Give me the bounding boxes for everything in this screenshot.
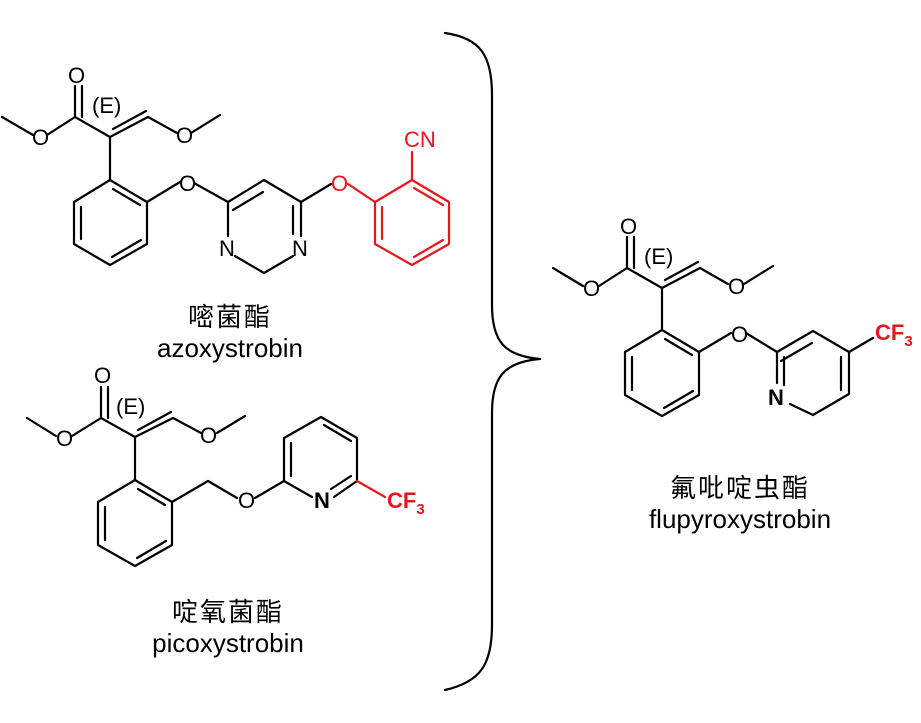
- grouping-brace: [443, 31, 542, 692]
- flupyroxystrobin-name-en: flupyroxystrobin: [648, 504, 832, 534]
- azoxystrobin-structure: O (E) O O O N N O CN: [0, 63, 451, 275]
- picoxystrobin-cf3-bond: [355, 479, 387, 499]
- flupyroxystrobin-caption: 氟吡啶虫酯 flupyroxystrobin: [620, 474, 860, 534]
- picoxystrobin-carbonyl-o: O: [94, 363, 111, 388]
- picoxystrobin-name-cn: 啶氧菌酯: [171, 598, 284, 628]
- flupyroxystrobin-cf3: CF3: [875, 320, 913, 350]
- picoxystrobin-ether-o: O: [200, 423, 217, 448]
- azoxystrobin-link-o-1: O: [179, 171, 196, 196]
- picoxystrobin-cf3: CF3: [387, 488, 425, 518]
- picoxystrobin-link-o: O: [238, 488, 255, 513]
- azoxystrobin-name-en: azoxystrobin: [157, 333, 303, 363]
- flupyroxystrobin-black-bonds: [551, 235, 875, 418]
- picoxystrobin-black-bonds: [25, 385, 359, 568]
- azoxystrobin-red-bonds: [346, 150, 451, 267]
- picoxystrobin-pyridine-n: N: [314, 488, 330, 513]
- flupyroxystrobin-stereo-label: (E): [644, 244, 673, 269]
- flupyroxystrobin-name-cn: 氟吡啶虫酯: [669, 474, 810, 504]
- azoxystrobin-ether-o: O: [176, 123, 193, 148]
- picoxystrobin-name-en: picoxystrobin: [152, 628, 304, 658]
- azoxystrobin-cyano: CN: [404, 127, 436, 152]
- picoxystrobin-stereo-label: (E): [116, 394, 145, 419]
- flupyroxystrobin-ester-o: O: [583, 276, 600, 301]
- flupyroxystrobin-structure: O (E) O O O N CF3: [551, 214, 913, 418]
- azoxystrobin-ester-o: O: [32, 125, 49, 150]
- picoxystrobin-structure: O (E) O O O N CF3: [25, 363, 425, 568]
- azoxystrobin-caption: 嘧菌酯 azoxystrobin: [120, 303, 340, 363]
- picoxystrobin-ester-o: O: [56, 426, 73, 451]
- azoxystrobin-link-o-2: O: [331, 171, 348, 196]
- picoxystrobin-caption: 啶氧菌酯 picoxystrobin: [118, 598, 338, 658]
- azoxystrobin-pyrimidine-n-2: N: [292, 236, 308, 261]
- flupyroxystrobin-pyridine-n: N: [768, 385, 784, 410]
- azoxystrobin-name-cn: 嘧菌酯: [187, 303, 272, 333]
- flupyroxystrobin-carbonyl-o: O: [620, 214, 637, 239]
- flupyroxystrobin-link-o: O: [731, 322, 748, 347]
- azoxystrobin-pyrimidine-n-1: N: [219, 236, 235, 261]
- azoxystrobin-black-bonds: [0, 84, 333, 275]
- azoxystrobin-stereo-label: (E): [92, 93, 121, 118]
- flupyroxystrobin-ether-o: O: [728, 274, 745, 299]
- azoxystrobin-carbonyl-o: O: [68, 63, 85, 88]
